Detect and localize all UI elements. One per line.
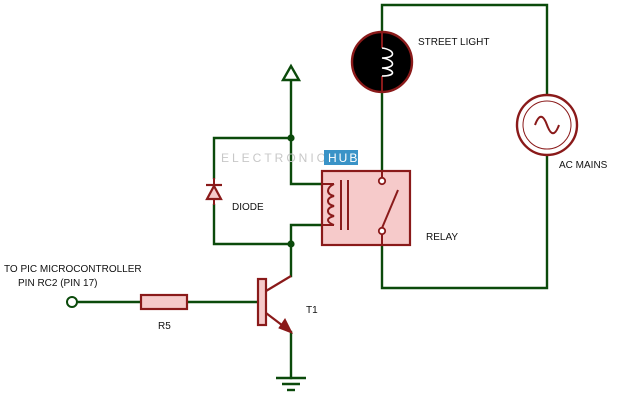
watermark-accent-box — [324, 150, 358, 165]
label-relay: RELAY — [426, 232, 458, 243]
street-light-lamp-icon — [350, 30, 414, 94]
wire-diode-bottom — [212, 203, 293, 246]
wire-top-ac-loop — [380, 3, 549, 98]
watermark-brand-text: ELECTRONICS — [221, 151, 339, 165]
ground-icon — [276, 376, 306, 392]
wire-right-ac-loop — [380, 153, 549, 290]
electronicshub-watermark: ELECTRONICS HUB — [221, 150, 359, 165]
ac-mains-source-icon — [515, 93, 579, 157]
watermark-accent-text: HUB — [328, 151, 359, 165]
wires — [75, 3, 549, 380]
labels: STREET LIGHT AC MAINS DIODE RELAY TO PIC… — [4, 37, 608, 332]
label-input-line2: PIN RC2 (PIN 17) — [18, 278, 97, 289]
label-resistor: R5 — [158, 321, 171, 332]
input-terminal-icon — [66, 296, 78, 308]
diode-icon — [205, 178, 223, 205]
label-street-light: STREET LIGHT — [418, 37, 490, 48]
label-diode: DIODE — [232, 202, 264, 213]
wire-supply-to-coil — [289, 78, 324, 186]
label-ac-mains: AC MAINS — [559, 160, 608, 171]
label-input-line1: TO PIC MICROCONTROLLER — [4, 264, 142, 275]
junction-dot-bottom — [287, 240, 295, 248]
label-transistor: T1 — [306, 305, 318, 316]
supply-arrow-icon — [280, 63, 302, 82]
relay-icon — [320, 169, 412, 247]
junctions — [287, 134, 295, 248]
junction-dot-top — [287, 134, 295, 142]
resistor-r5-icon — [139, 293, 189, 311]
transistor-t1-icon — [256, 275, 294, 334]
wire-coil-to-transistor — [289, 223, 324, 278]
wire-diode-top — [212, 136, 293, 180]
